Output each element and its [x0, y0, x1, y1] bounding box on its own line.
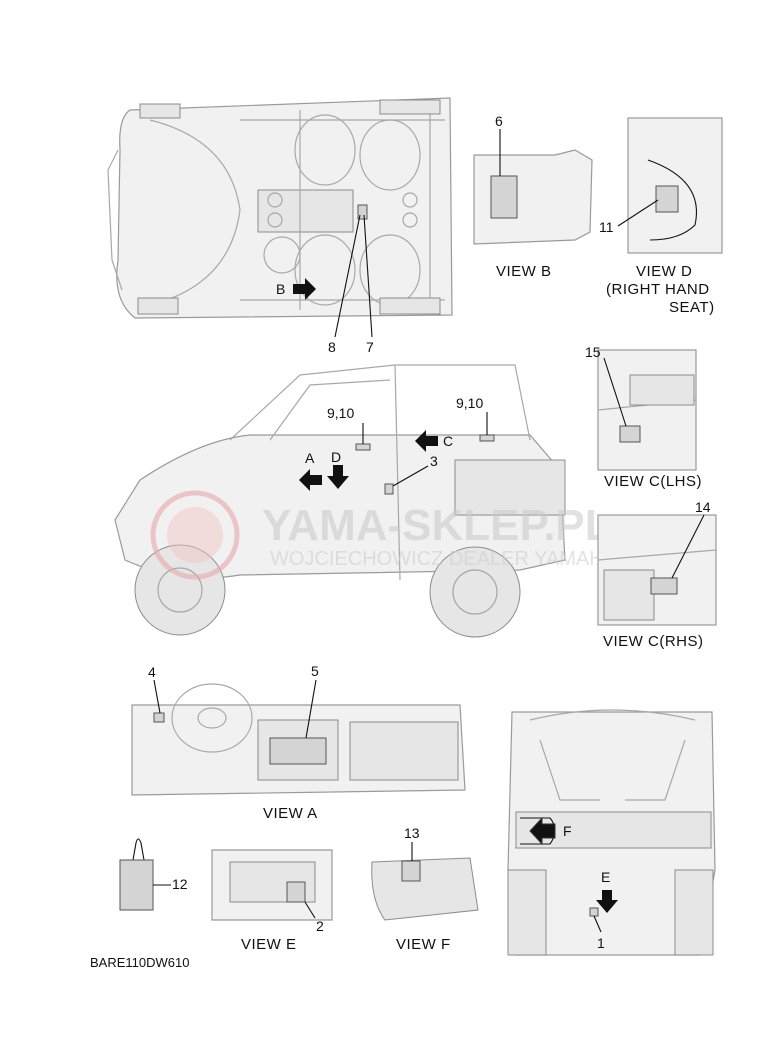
callout-2: 2	[316, 918, 324, 934]
view-a-caption: VIEW A	[263, 805, 318, 822]
callout-14: 14	[695, 499, 711, 515]
arrow-label-d: D	[331, 449, 341, 465]
arrow-e	[596, 890, 618, 913]
decal-location-11	[655, 185, 679, 213]
callout-3: 3	[430, 453, 438, 469]
arrow-f	[529, 816, 556, 846]
view-d-caption-line1: VIEW D	[636, 263, 692, 280]
view-e-panel: 2 VIEW E	[211, 849, 333, 953]
arrow-label-a: A	[305, 450, 315, 466]
arrow-a	[299, 469, 322, 491]
callout-5: 5	[311, 663, 319, 679]
callout-9-10-rear: 9,10	[456, 395, 483, 411]
view-c-lhs-panel: 15 VIEW C(LHS)	[585, 344, 702, 490]
decal-location-13	[401, 860, 421, 882]
callout-7: 7	[366, 339, 374, 355]
decal-location-2	[286, 881, 306, 903]
callout-6: 6	[495, 113, 503, 129]
decal-location-9-10-front	[355, 443, 371, 451]
decal-location-6	[490, 175, 518, 219]
view-d-caption-line2: (RIGHT HAND	[606, 281, 710, 298]
rear-view-vehicle: F E 1	[507, 709, 716, 956]
arrow-c	[415, 430, 438, 452]
view-b-panel: 6 VIEW B	[473, 113, 593, 280]
key-tag-panel: 12	[119, 838, 188, 911]
callout-4: 4	[148, 664, 156, 680]
decal-location-4	[153, 712, 165, 723]
callout-9-10-front: 9,10	[327, 405, 354, 421]
decal-location-14	[650, 577, 678, 595]
decal-location-5	[269, 737, 327, 765]
view-d-panel: 11 VIEW D (RIGHT HAND SEAT)	[599, 117, 723, 316]
arrow-label-f: F	[563, 823, 572, 839]
diagram-code: BARE110DW610	[90, 955, 189, 970]
view-e-caption: VIEW E	[241, 936, 297, 953]
view-f-panel: 13 VIEW F	[371, 825, 479, 953]
arrow-label-b: B	[276, 281, 285, 297]
callout-12: 12	[172, 876, 188, 892]
watermark: YAMA-SKLEP.PL WOJCIECHOWICZ DEALER YAMAH…	[150, 490, 618, 580]
decal-location-7	[357, 204, 368, 220]
view-c-lhs-caption: VIEW C(LHS)	[604, 473, 702, 490]
view-f-caption: VIEW F	[396, 936, 451, 953]
callout-11: 11	[599, 219, 614, 235]
arrow-d	[327, 465, 349, 489]
decal-location-12	[119, 859, 154, 911]
view-a-panel: 5 4 VIEW A	[131, 663, 466, 822]
view-b-caption: VIEW B	[496, 263, 552, 280]
decal-location-1	[589, 907, 599, 917]
side-view-vehicle: A D C 9,10 9,10 3	[114, 364, 566, 638]
arrow-b	[293, 278, 316, 300]
arrow-label-e: E	[601, 869, 610, 885]
watermark-brand: YAMA-SKLEP.PL	[262, 501, 612, 550]
decal-location-9-10-rear	[479, 434, 495, 442]
watermark-dealer: WOJCIECHOWICZ DEALER YAMAHA	[270, 548, 618, 570]
callout-13: 13	[404, 825, 420, 841]
view-d-caption-line3: SEAT)	[669, 299, 715, 316]
view-c-rhs-caption: VIEW C(RHS)	[603, 633, 704, 650]
top-view-vehicle: B 8 7	[107, 97, 453, 355]
callout-15: 15	[585, 344, 601, 360]
leader-line-8	[334, 214, 361, 338]
decal-location-15	[619, 425, 641, 443]
arrow-label-c: C	[443, 433, 453, 449]
leader-line-7	[363, 214, 373, 338]
view-c-rhs-panel: 14 VIEW C(RHS)	[597, 499, 717, 650]
decal-location-3	[384, 483, 394, 495]
callout-8: 8	[328, 339, 336, 355]
callout-1: 1	[597, 935, 605, 951]
